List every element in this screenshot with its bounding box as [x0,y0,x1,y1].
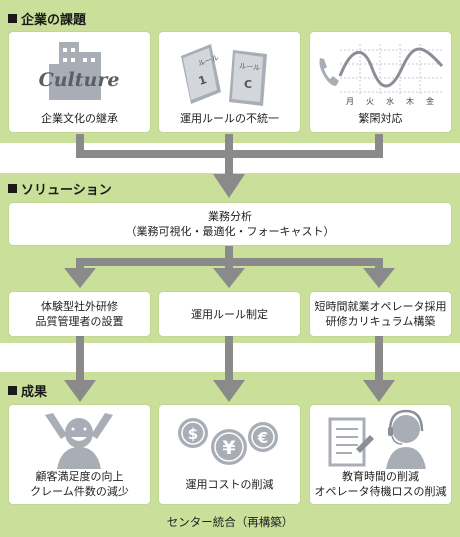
document-operator-icon [328,409,426,469]
solution-line: 品質管理者の設置 [35,315,124,328]
issue-card-rules: ルール 1 ルール C 運用ルールの不統一 [159,32,300,132]
phone-wave-icon: 月 火 水 木 金 [319,44,444,106]
solution-card-training: 体験型社外研修 品質管理者の設置 [9,292,150,336]
result-line: 運用コストの削減 [185,478,274,491]
footer-caption: センター統合（再構築） [166,515,294,529]
square-bullet-icon [8,184,17,193]
svg-text:火: 火 [366,97,374,106]
results-heading-text: 成果 [21,385,48,400]
happy-person-icon [45,413,113,469]
svg-text:水: 水 [386,96,394,106]
solution-line: 運用ルール制定 [191,307,268,321]
issue-label: 運用ルールの不統一 [180,112,279,125]
result-card-operator: 教育時間の削減 オペレータ待機ロスの削減 [310,405,451,504]
issue-card-culture: Culture 企業文化の継承 [9,32,150,132]
rule-books-icon: ルール 1 ルール C [181,44,267,106]
result-line: オペレータ待機ロスの削減 [314,485,447,498]
culture-buildings-icon: Culture [39,42,120,100]
solution-line: 短時間就業オペレータ採用 [314,300,447,313]
solution-line: 体験型社外研修 [41,300,118,313]
svg-text:金: 金 [426,96,434,106]
solution-card-rules: 運用ルール制定 [159,292,300,336]
results-heading: 成果 [8,381,47,400]
svg-text:ルール: ルール [239,62,261,72]
result-line: クレーム件数の減少 [30,485,129,498]
svg-text:月: 月 [346,97,354,106]
issue-label: 繁閑対応 [358,112,403,125]
svg-text:Culture: Culture [39,69,120,91]
svg-text:€: € [257,429,268,447]
square-bullet-icon [8,14,17,23]
result-line: 教育時間の削減 [342,470,419,483]
result-card-cost: $ ¥ € 運用コストの削減 [159,405,300,504]
issues-heading-text: 企業の課題 [21,13,87,28]
solution-line: 研修カリキュラム構築 [325,315,436,328]
solutions-heading-text: ソリューション [21,183,112,198]
solution-card-hiring: 短時間就業オペレータ採用 研修カリキュラム構築 [310,292,451,336]
issues-heading: 企業の課題 [8,9,86,28]
square-bullet-icon [8,386,17,395]
svg-text:$: $ [188,425,198,443]
result-line: 顧客満足度の向上 [35,470,124,483]
solution-main-card: 業務分析 （業務可視化・最適化・フォーキャスト） [9,203,451,245]
svg-text:木: 木 [406,96,414,106]
solution-main-title: 業務分析 [208,210,252,223]
solutions-heading: ソリューション [8,179,112,198]
issue-card-busy: 月 火 水 木 金 繁閑対応 [310,32,451,132]
solution-main-subtitle: （業務可視化・最適化・フォーキャスト） [125,225,335,238]
issue-label: 企業文化の継承 [41,112,118,125]
svg-text:1: 1 [197,73,208,88]
currency-coins-icon: $ ¥ € [178,418,278,465]
svg-text:C: C [244,78,252,91]
result-card-satisfaction: 顧客満足度の向上 クレーム件数の減少 [9,405,150,504]
svg-text:¥: ¥ [222,437,235,459]
